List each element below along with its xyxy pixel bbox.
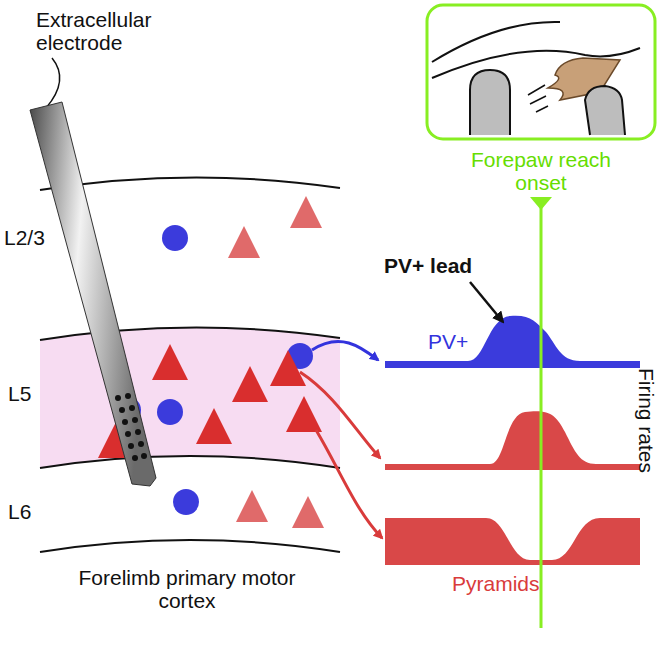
electrode-label: Extracellular electrode [36, 8, 216, 54]
inset-box [427, 5, 655, 139]
forepaw-illustration [432, 22, 640, 135]
pyramidal-cell [152, 344, 188, 380]
layer-label: L6 [8, 500, 48, 523]
pv-arrow [312, 341, 378, 360]
region-label: Forelimb primary motor cortex [72, 566, 302, 612]
lead-arrow [470, 282, 503, 322]
layer-boundary [40, 327, 340, 340]
pyramidal-cell [270, 350, 306, 386]
pyramid-trace [385, 518, 640, 565]
layer-boundary [40, 456, 340, 468]
pyramid-arrow [300, 372, 380, 458]
onset-marker [530, 197, 552, 210]
electrode-sites [115, 393, 147, 461]
pyramid-trace [385, 411, 640, 470]
electrode [30, 102, 156, 486]
layer-boundary [40, 540, 340, 552]
callout-label: PV+ lead [384, 254, 494, 277]
pyramidal-cell [286, 396, 322, 432]
pyramid-arrow [316, 430, 382, 538]
trace-label: Pyramids [452, 572, 572, 595]
pv-cell [173, 489, 199, 515]
layer-label: L5 [8, 382, 48, 405]
axis-label: Firing rates [635, 355, 658, 485]
pyramidal-cell [236, 490, 268, 522]
onset-label: Forepaw reach onset [466, 148, 616, 194]
pv-trace [385, 316, 640, 368]
layer-boundary [40, 177, 340, 190]
layer-label: L2/3 [4, 226, 64, 249]
pv-cell [157, 399, 183, 425]
pv-cell [162, 225, 188, 251]
onset-line [540, 206, 543, 628]
trace-label: PV+ [428, 330, 488, 353]
pyramidal-cell [196, 408, 232, 444]
electrode-wire [46, 58, 60, 108]
layer5-band [40, 327, 340, 468]
pyramidal-cell [228, 226, 260, 258]
pyramidal-cell [292, 496, 324, 528]
pyramidal-cell [232, 366, 268, 402]
pyramidal-cell [290, 196, 322, 228]
